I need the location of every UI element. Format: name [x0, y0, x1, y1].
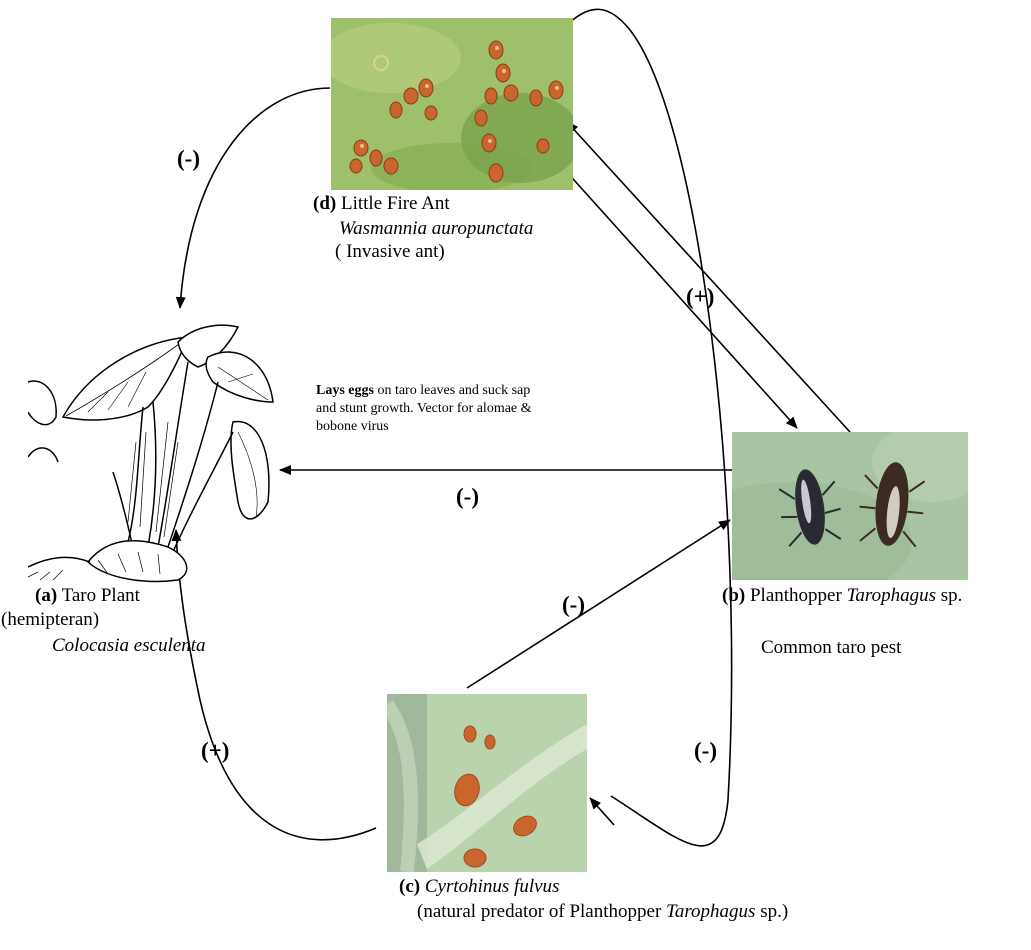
predator-note-suffix: sp.)	[760, 901, 788, 922]
planthopper-photo	[732, 432, 968, 580]
taro-id: (a)	[35, 585, 57, 606]
predator-label: (c) Cyrtohinus fulvus	[399, 875, 559, 898]
sign-predator-to-taro: (+)	[201, 738, 229, 764]
sign-ant-planthopper: (+)	[686, 284, 714, 310]
taro-name: Taro Plant	[62, 585, 140, 606]
sign-predator-to-planthopper: (-)	[562, 592, 585, 618]
taro-species: Colocasia esculenta	[52, 634, 206, 657]
ant-species: Wasmannia auropunctata	[339, 217, 533, 240]
planthopper-label: (b) Planthopper Tarophagus sp.	[722, 584, 962, 607]
planthopper-suffix: sp.	[941, 585, 963, 606]
ant-note: ( Invasive ant)	[335, 240, 445, 263]
description-line3: bobone virus	[316, 419, 389, 434]
taro-illustration	[28, 322, 278, 584]
planthopper-name: Planthopper	[750, 585, 842, 606]
predator-id: (c)	[399, 876, 420, 897]
arrow-ant-to-taro	[180, 88, 330, 308]
predator-species: Cyrtohinus fulvus	[425, 876, 560, 897]
predator-photo	[387, 694, 587, 872]
sign-planthopper-to-taro: (-)	[456, 484, 479, 510]
planthopper-note: Common taro pest	[761, 636, 901, 659]
description-bold: Lays eggs	[316, 383, 374, 398]
sign-ant-to-predator: (-)	[694, 738, 717, 764]
arrow-ant-to-predator-head	[590, 798, 614, 825]
predator-note-text: (natural predator of Planthopper	[417, 901, 661, 922]
description-line1: on taro leaves and suck sap	[377, 383, 530, 398]
planthopper-genus: Tarophagus	[847, 585, 936, 606]
taro-label: (a) Taro Plant	[35, 584, 140, 607]
planthopper-description: Lays eggs on taro leaves and suck sap an…	[316, 382, 636, 436]
ant-photo	[331, 18, 573, 190]
sign-ant-to-taro: (-)	[177, 146, 200, 172]
predator-note: (natural predator of Planthopper Taropha…	[417, 900, 788, 923]
ant-label: (d) Little Fire Ant	[313, 192, 450, 215]
ant-id: (d)	[313, 193, 336, 214]
arrow-predator-to-planthopper	[467, 520, 730, 688]
description-line2: and stunt growth. Vector for alomae &	[316, 401, 532, 416]
ant-name: Little Fire Ant	[341, 193, 450, 214]
taro-group: (hemipteran)	[1, 608, 99, 631]
planthopper-id: (b)	[722, 585, 745, 606]
predator-note-genus: Tarophagus	[666, 901, 755, 922]
